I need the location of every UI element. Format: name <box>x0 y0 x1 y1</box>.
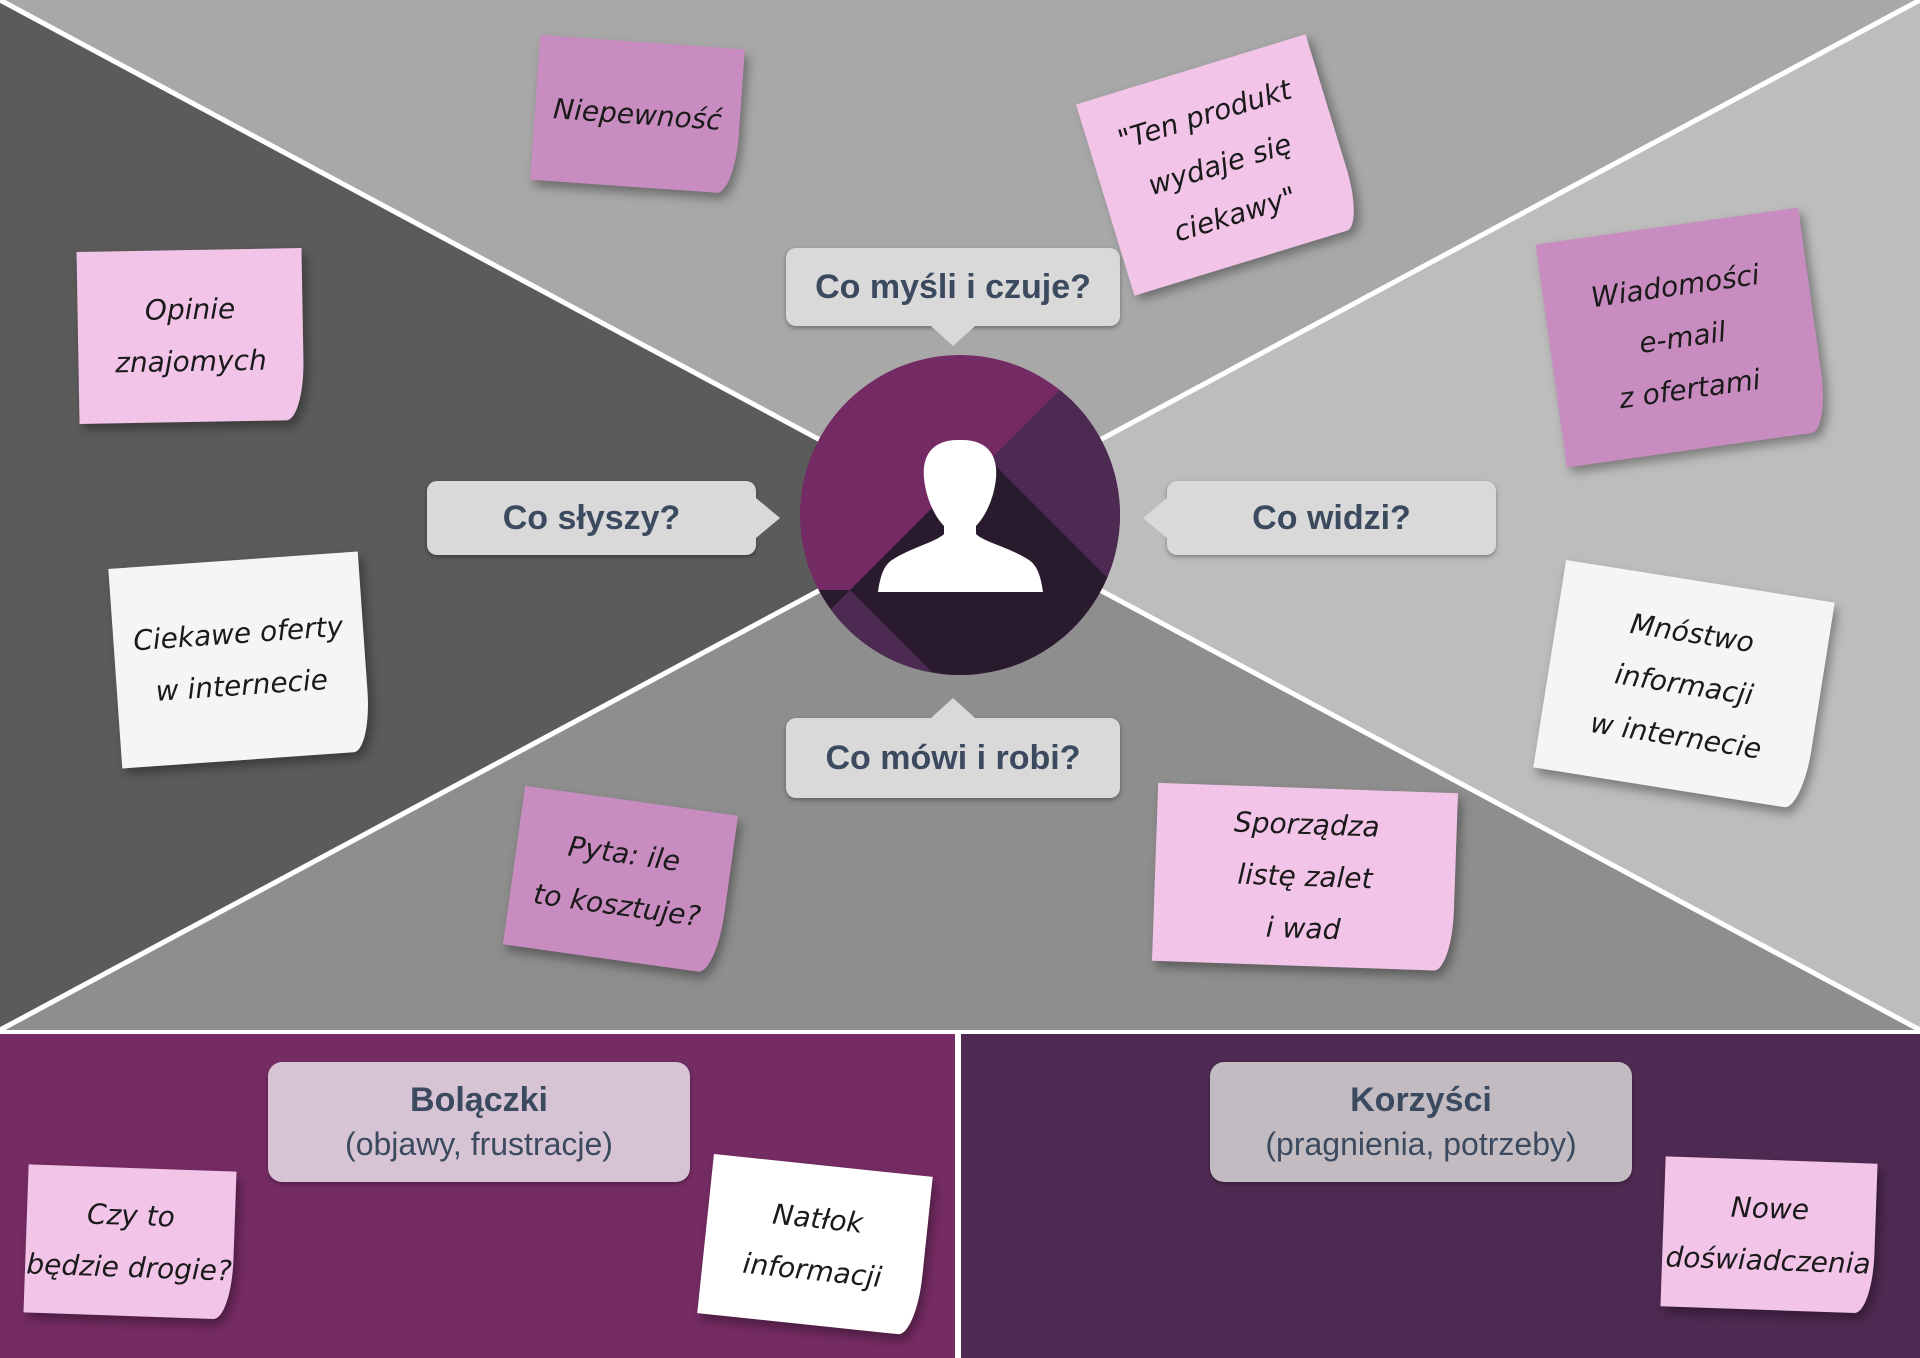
note-line: z ofertami <box>1616 362 1763 415</box>
pains-title: Bolączki <box>410 1081 548 1119</box>
note-line: i wad <box>1265 910 1342 947</box>
note-line: Sporządza <box>1233 805 1381 844</box>
pains-subtitle: (objawy, frustracje) <box>345 1126 613 1162</box>
sticky-note-friends-opinions: Opinie znajomych <box>76 248 305 424</box>
sees-bubble: Co widzi? <box>1143 481 1496 555</box>
note-line: doświadczenia <box>1665 1240 1872 1281</box>
note-line: Opinie <box>144 292 236 327</box>
sticky-note-asks-price: Pyta: ile to kosztuje? <box>502 785 739 975</box>
note-line: znajomych <box>114 343 267 380</box>
note-line: Czy to <box>86 1197 176 1234</box>
note-line: Natłok <box>771 1197 865 1240</box>
sticky-note-new-experiences: Nowe doświadczenia <box>1660 1156 1878 1314</box>
gains-subtitle: (pragnienia, potrzeby) <box>1265 1126 1577 1162</box>
sticky-note-lots-of-info: Mnóstwo informacji w internecie <box>1533 560 1835 810</box>
hears-bubble: Co słyszy? <box>427 481 780 555</box>
note-line: w internecie <box>154 662 329 708</box>
note-line: Niepewność <box>552 91 723 137</box>
sticky-note-email-offers: Wiadomości e-mail z ofertami <box>1535 207 1830 468</box>
hears-label: Co słyszy? <box>502 498 681 537</box>
sticky-note-uncertainty: Niepewność <box>530 35 745 194</box>
sticky-note-pros-cons: Sporządza listę zalet i wad <box>1151 782 1459 972</box>
thinks-feels-label: Co myśli i czuje? <box>815 267 1091 306</box>
sticky-note-info-overload: Natłok informacji <box>697 1153 933 1337</box>
gains-title: Korzyści <box>1350 1081 1492 1119</box>
panel-separator <box>0 1030 1920 1034</box>
note-line: informacji <box>741 1246 884 1295</box>
note-line: to kosztuje? <box>531 877 703 934</box>
gains-label-box: Korzyści (pragnienia, potrzeby) <box>1210 1062 1632 1182</box>
thinks-feels-bubble: Co myśli i czuje? <box>786 248 1120 346</box>
sticky-note-online-offers: Ciekawe oferty w internecie <box>108 551 372 769</box>
says-does-bubble: Co mówi i robi? <box>786 698 1120 798</box>
note-line: Nowe <box>1730 1190 1810 1227</box>
person-silhouette-icon <box>878 440 1043 592</box>
note-line: będzie drogie? <box>25 1247 233 1288</box>
sees-label: Co widzi? <box>1252 498 1411 537</box>
pains-label-box: Bolączki (objawy, frustracje) <box>268 1062 690 1182</box>
says-does-label: Co mówi i robi? <box>825 738 1081 777</box>
note-line: listę zalet <box>1236 857 1374 896</box>
sticky-note-will-it-be-expensive: Czy to będzie drogie? <box>23 1164 237 1320</box>
